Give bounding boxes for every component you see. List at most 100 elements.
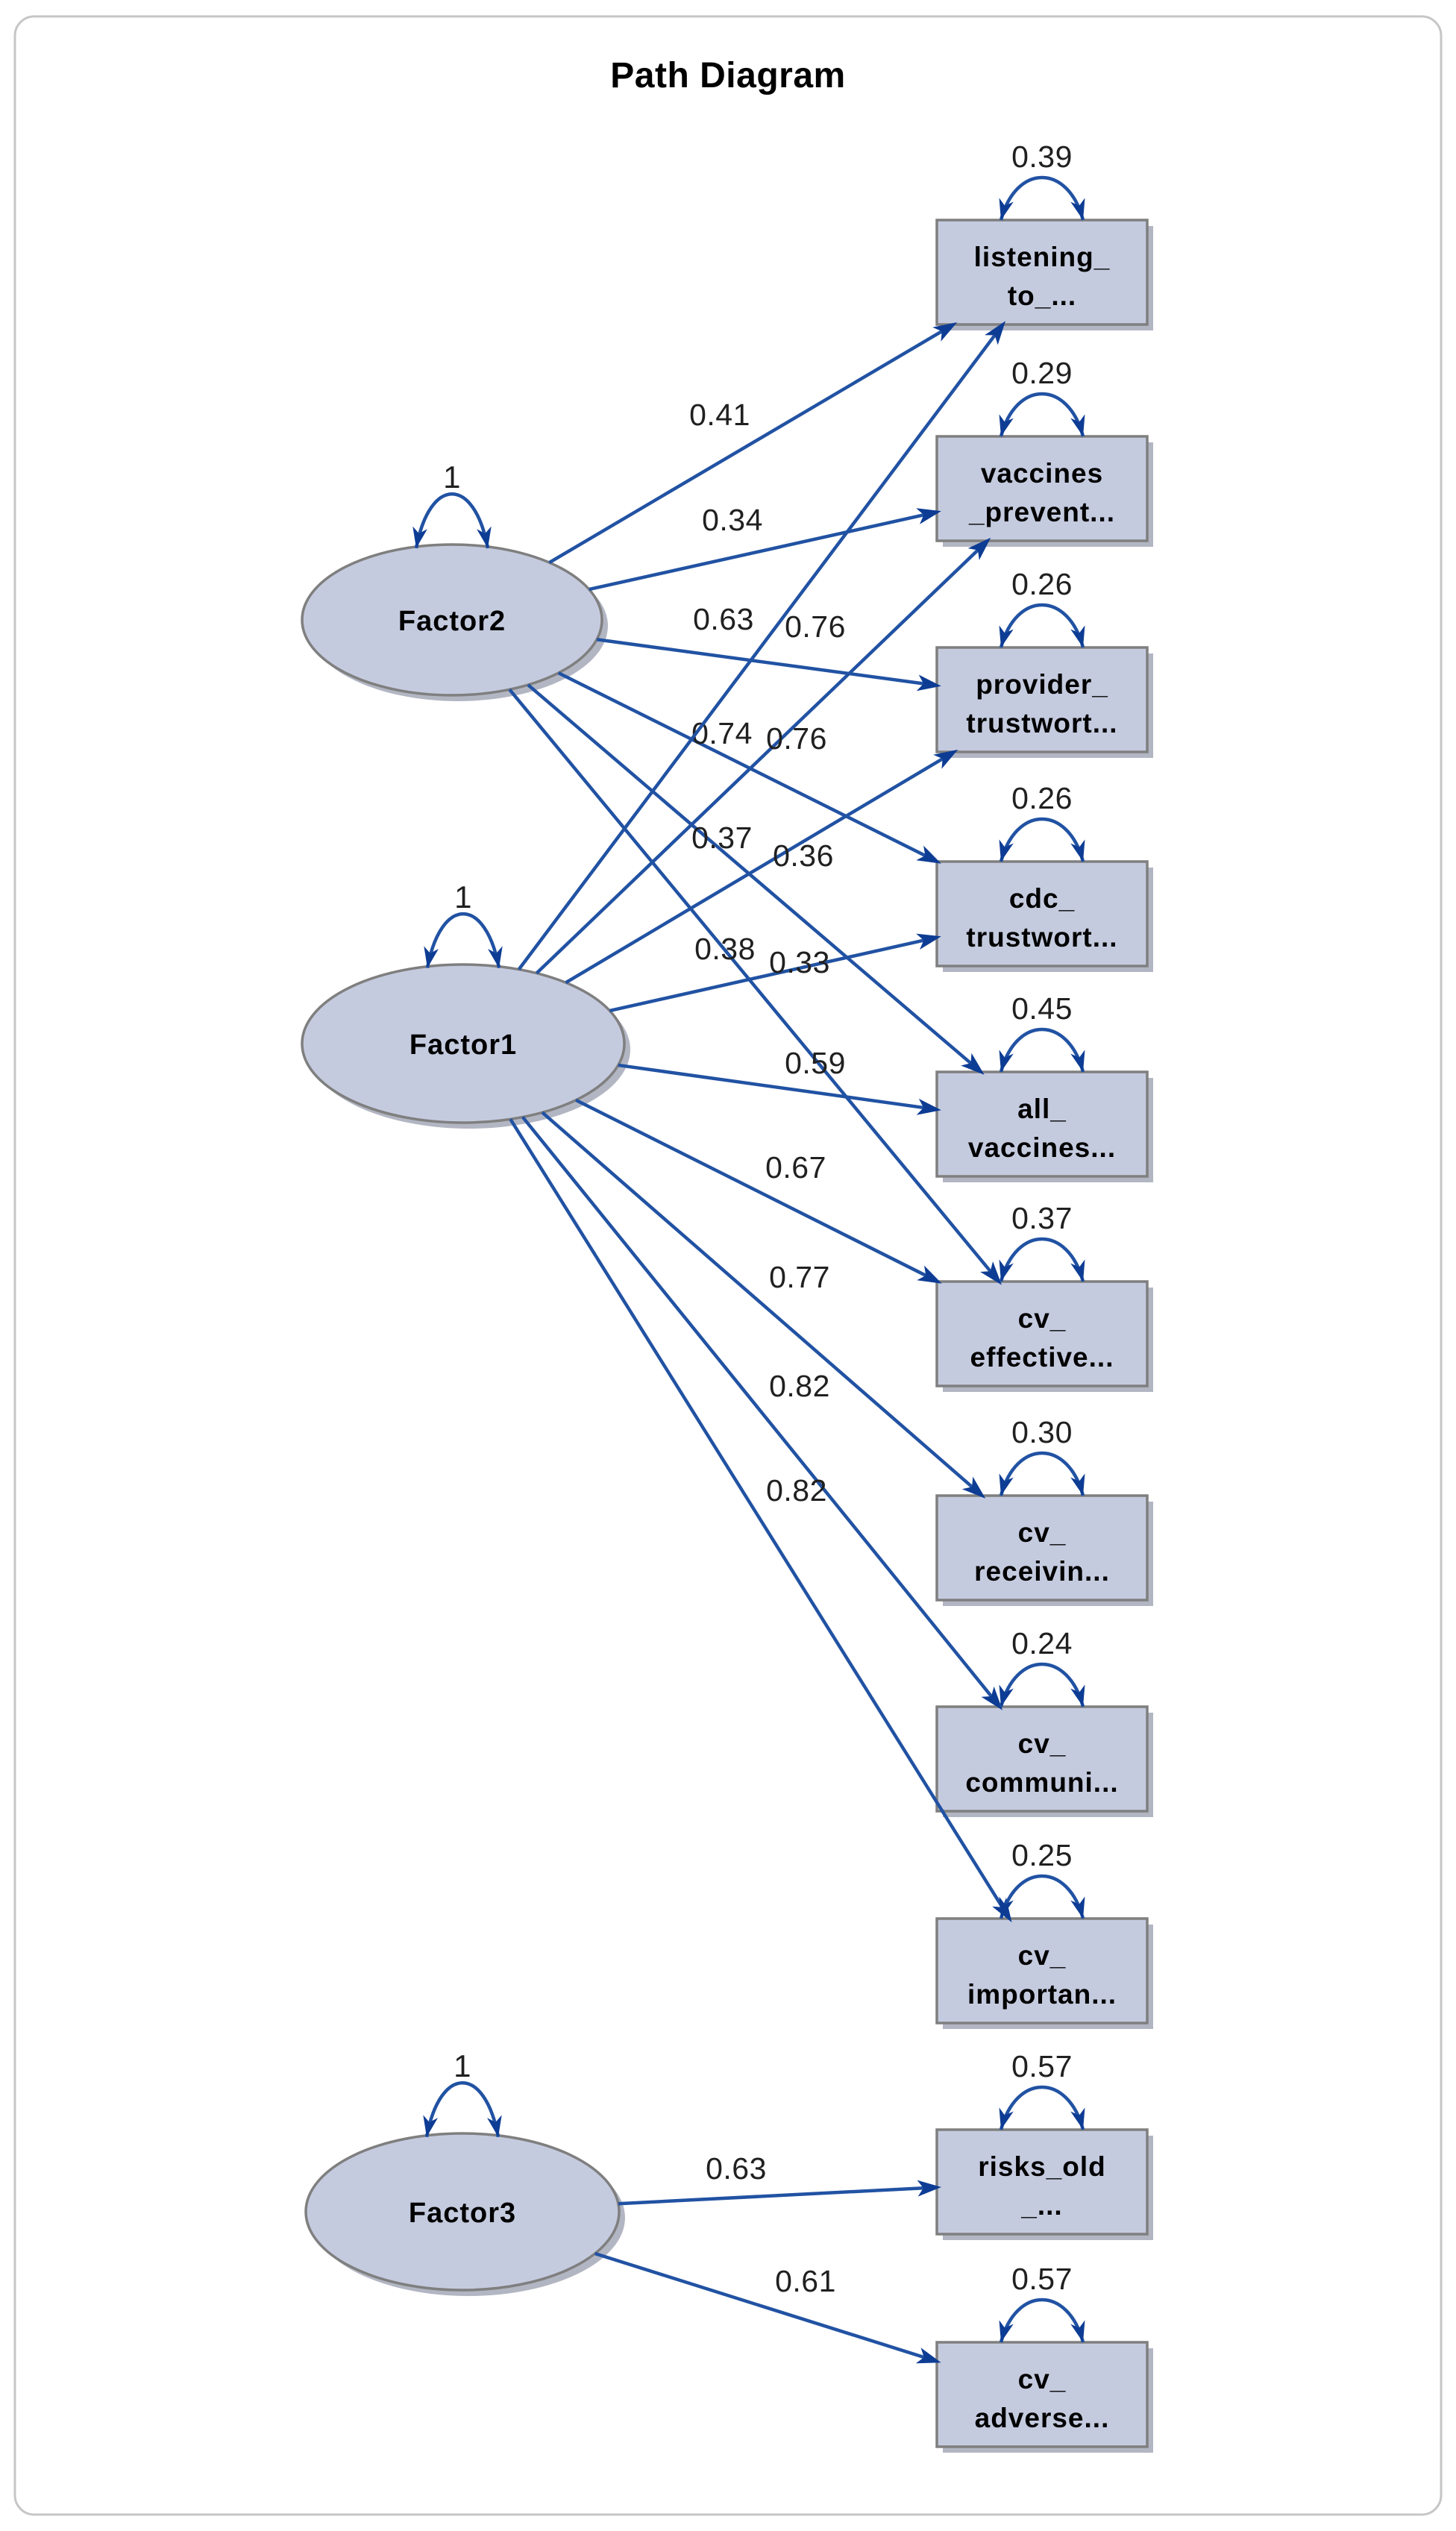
path-line [527,683,979,1070]
node-label-line2: _prevent... [968,497,1115,527]
variance-loop-v6: 0.37 [999,1201,1085,1282]
observed-node-v5: all_vaccines... [935,1070,1153,1182]
node-box [935,1705,1149,1813]
node-label-line2: communi... [965,1767,1118,1798]
variance-arc [999,1451,1085,1496]
node-box [935,1070,1149,1178]
factor-variance-arrowhead-right [487,2115,502,2137]
path-line [541,1111,980,1494]
factor-node-Factor2: Factor2 [301,543,608,701]
path-f1-v9: 0.82 [509,1118,1012,1923]
variance-value: 0.39 [1011,139,1073,174]
path-line [565,753,952,985]
node-label-line1: provider_ [976,669,1108,700]
node-box [935,435,1149,542]
variance-loop-v9: 0.25 [999,1838,1085,1919]
path-f2-v5: 0.37 [527,683,985,1075]
path-line [589,511,933,592]
variance-arrowhead-right [1070,414,1085,436]
path-arrowhead [961,1053,985,1075]
variance-loop-v10: 0.57 [999,2049,1085,2130]
variance-arrowhead-right [1070,1259,1085,1282]
observed-node-v10: risks_old _... [935,2128,1153,2240]
path-f2-v1: 0.41 [548,322,958,565]
path-f1-v6: 0.67 [575,1098,942,1284]
variance-arrowhead-right [1070,1473,1085,1496]
observed-node-v9: cv_importan... [935,1917,1153,2029]
variance-value: 0.57 [1011,2049,1073,2083]
factor-label: Factor2 [398,606,506,637]
node-box [935,1494,1149,1602]
path-f1-v7: 0.77 [541,1111,986,1499]
variance-arc [999,392,1085,437]
variance-value: 0.29 [1011,356,1073,390]
node-label-line1: all_ [1017,1094,1067,1124]
path-f1-v2: 0.76 [535,537,991,975]
path-f3-v11: 0.61 [594,2251,941,2364]
path-f2-v3: 0.63 [596,602,941,691]
factor-variance-loop-Factor1: 1 [424,879,503,969]
factor-ellipse [301,963,626,1124]
variance-loop-v11: 0.57 [999,2262,1085,2343]
factor-variance-arrowhead-right [477,526,492,548]
variance-arrowhead-left [999,1684,1014,1707]
path-line [521,1116,999,1704]
node-label-line1: vaccines [981,458,1103,489]
node-label-line1: cv_ [1018,1940,1067,1971]
node-label-line1: cv_ [1018,1303,1067,1334]
path-coefficient: 0.59 [785,1046,846,1080]
path-arrowhead [967,537,991,560]
variance-arrowhead-left [999,1050,1014,1072]
path-line [517,327,1002,970]
path-line [618,1063,933,1111]
variance-arrowhead-right [1070,2107,1085,2130]
variance-arc [999,175,1085,221]
path-arrowhead [933,749,958,769]
path-coefficient: 0.82 [766,1473,827,1508]
path-arrowhead [980,1261,1002,1285]
node-label-line1: risks_old [978,2151,1105,2182]
variance-loop-v5: 0.45 [999,991,1085,1073]
path-arrowhead [916,508,941,524]
variance-arrowhead-left [999,1896,1014,1919]
path-coefficient: 0.34 [702,503,763,537]
variance-arc [999,1874,1085,1919]
path-arrowhead [917,1265,942,1284]
node-label-line2: _... [1020,2190,1062,2221]
path-coefficient: 0.76 [766,721,827,756]
observed-node-v2: vaccines _prevent... [935,435,1153,547]
variance-value: 0.25 [1011,1838,1073,1872]
factor-variance-arc [425,912,501,969]
factor-variance-loop-Factor3: 1 [423,2048,502,2138]
path-coefficient: 0.74 [691,716,753,750]
variance-arrowhead-right [1070,1050,1085,1072]
observed-node-v7: cv_receivin... [935,1494,1153,1606]
node-label-line1: cdc_ [1009,883,1075,914]
path-arrowhead [985,321,1006,345]
node-box [935,860,1149,967]
node-box [935,219,1149,326]
variance-arrowhead-right [1070,1896,1085,1919]
observed-node-v8: cv_communi... [935,1705,1153,1817]
path-coefficient: 0.63 [706,2151,767,2186]
variance-arrowhead-left [999,1473,1014,1496]
variance-arc [999,1027,1085,1073]
variance-loop-v4: 0.26 [999,781,1085,862]
factor-variance-arrowhead-left [412,526,427,548]
factor-variance-value: 1 [443,460,461,495]
node-label-line2: adverse... [975,2403,1110,2433]
path-line [575,1098,935,1282]
path-coefficient: 0.76 [785,609,846,644]
path-line [557,671,935,862]
variance-arrowhead-left [999,2320,1014,2342]
variance-arrowhead-left [999,198,1014,220]
node-box [935,1280,1149,1387]
variance-arrowhead-left [999,839,1014,862]
path-coefficient: 0.33 [769,945,830,979]
node-label-line2: receivin... [974,1556,1110,1587]
node-label-line2: trustwort... [966,922,1117,953]
variance-loop-v3: 0.26 [999,567,1085,648]
variance-value: 0.26 [1011,781,1073,815]
path-coefficient: 0.41 [689,398,750,432]
observed-node-v3: provider_trustwort... [935,646,1153,758]
